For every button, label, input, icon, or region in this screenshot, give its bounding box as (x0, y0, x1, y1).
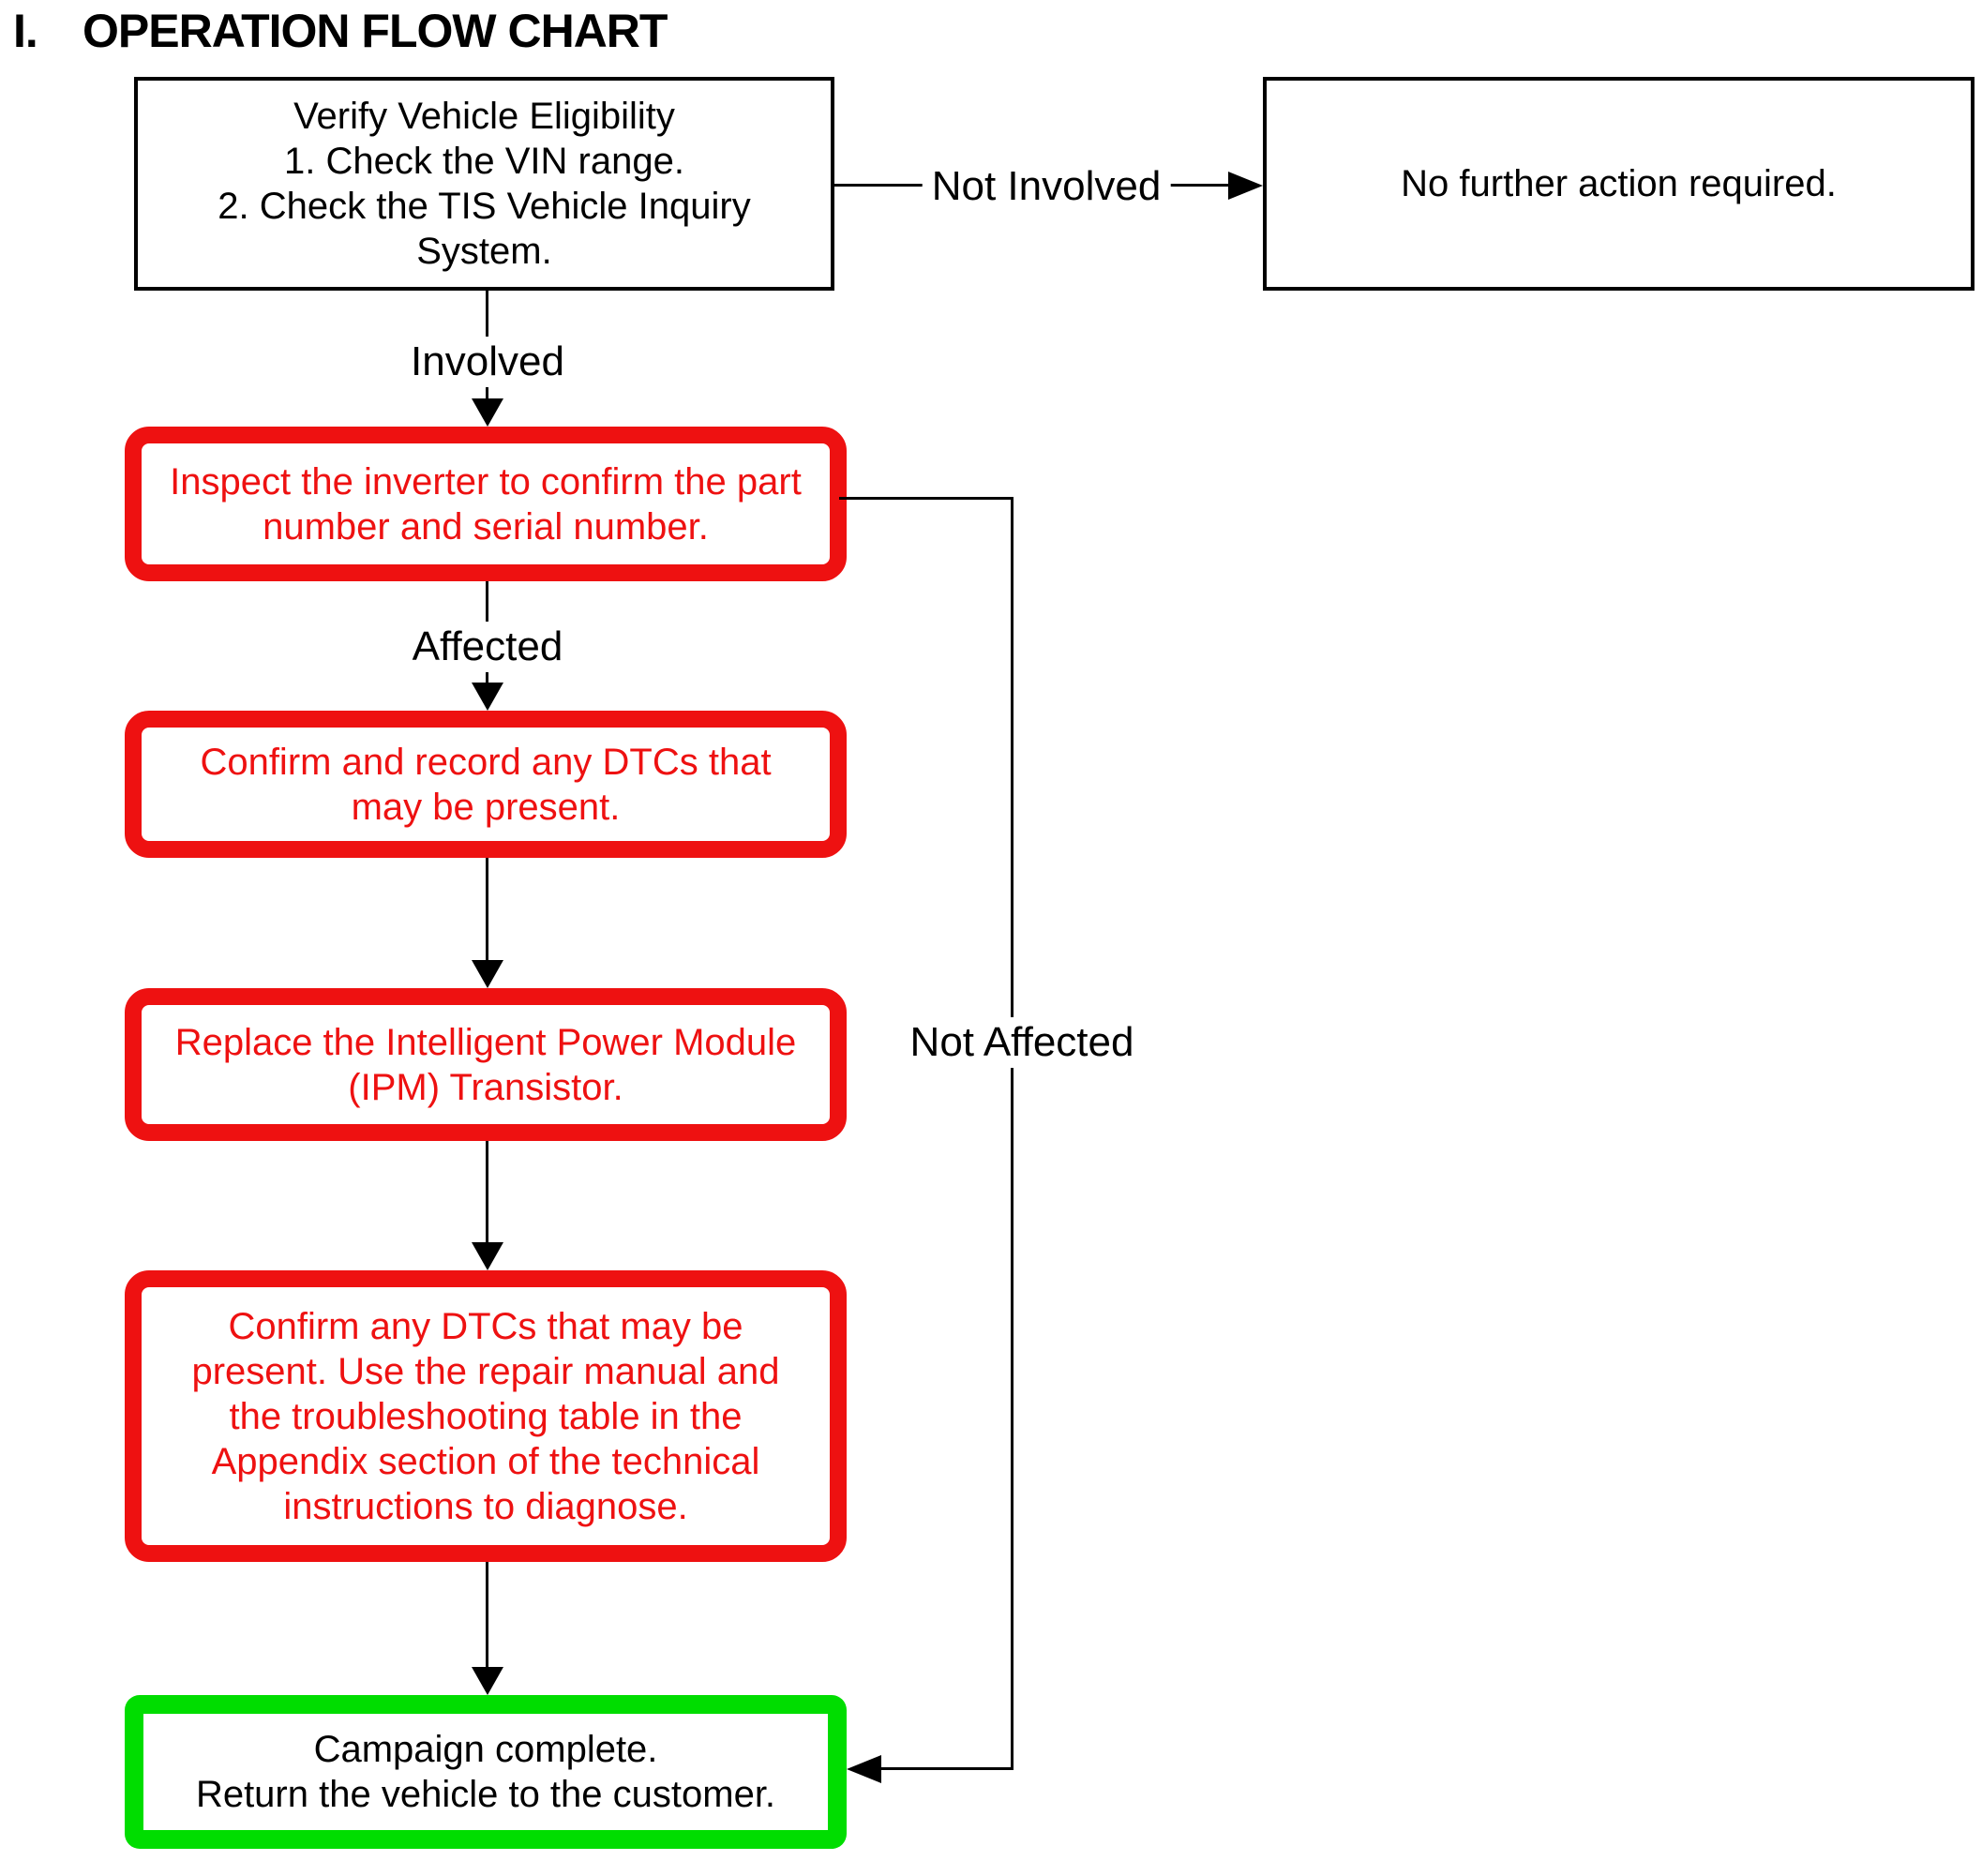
node-text-line: 1. Check the VIN range. (284, 141, 684, 182)
node-text-line: may be present. (351, 786, 621, 828)
node-confirm-record-dtcs: Confirm and record any DTCs that may be … (125, 711, 847, 858)
connector-line (486, 1141, 488, 1246)
node-text-line: Inspect the inverter to confirm the part (170, 460, 802, 503)
down-arrowhead-icon (472, 398, 503, 427)
node-confirm-dtcs-diagnose: Confirm any DTCs that may be present. Us… (125, 1270, 847, 1562)
edge-label-not-involved: Not Involved (922, 161, 1171, 212)
section-numeral: I. (13, 5, 38, 57)
down-arrowhead-icon (472, 960, 503, 988)
node-text-line: Replace the Intelligent Power Module (174, 1021, 797, 1063)
node-campaign-complete: Campaign complete. Return the vehicle to… (125, 1695, 847, 1849)
down-arrowhead-icon (472, 1667, 503, 1695)
node-text-line: Confirm any DTCs that may be (228, 1305, 743, 1347)
connector-not-affected-bottom-line (879, 1767, 1014, 1770)
down-arrowhead-icon (472, 1242, 503, 1270)
connector-not-affected-vertical-line (1011, 497, 1014, 1770)
node-text-line: Verify Vehicle Eligibility (293, 96, 675, 137)
edge-label-involved: Involved (401, 337, 574, 387)
node-text-line: (IPM) Transistor. (348, 1066, 623, 1108)
node-text-line: present. Use the repair manual and (191, 1350, 780, 1392)
node-text-line: the troubleshooting table in the (229, 1395, 743, 1437)
connector-line (486, 858, 488, 964)
node-text-line: instructions to diagnose. (283, 1485, 688, 1527)
node-no-further-action: No further action required. (1263, 77, 1974, 291)
node-inspect-inverter: Inspect the inverter to confirm the part… (125, 427, 847, 581)
node-text-line: No further action required. (1401, 163, 1837, 204)
node-text-line: Return the vehicle to the customer. (195, 1774, 776, 1815)
down-arrowhead-icon (472, 683, 503, 711)
node-verify-vehicle-eligibility: Verify Vehicle Eligibility 1. Check the … (134, 77, 834, 291)
edge-label-affected: Affected (402, 622, 573, 672)
left-arrowhead-icon (847, 1755, 881, 1783)
node-text-line: Confirm and record any DTCs that (200, 741, 772, 783)
connector-line (486, 1562, 488, 1671)
edge-label-not-affected: Not Affected (900, 1017, 1144, 1068)
node-text-line: number and serial number. (263, 505, 709, 548)
node-replace-ipm-transistor: Replace the Intelligent Power Module (IP… (125, 988, 847, 1141)
node-text-line: Campaign complete. (313, 1729, 658, 1770)
node-text-line: Appendix section of the technical (211, 1440, 760, 1482)
node-text-line: 2. Check the TIS Vehicle Inquiry (218, 186, 751, 227)
node-text-line: System. (416, 231, 552, 272)
page-title: OPERATION FLOW CHART (83, 5, 668, 57)
right-arrowhead-icon (1228, 172, 1263, 200)
connector-not-affected-top-line (839, 497, 1013, 500)
